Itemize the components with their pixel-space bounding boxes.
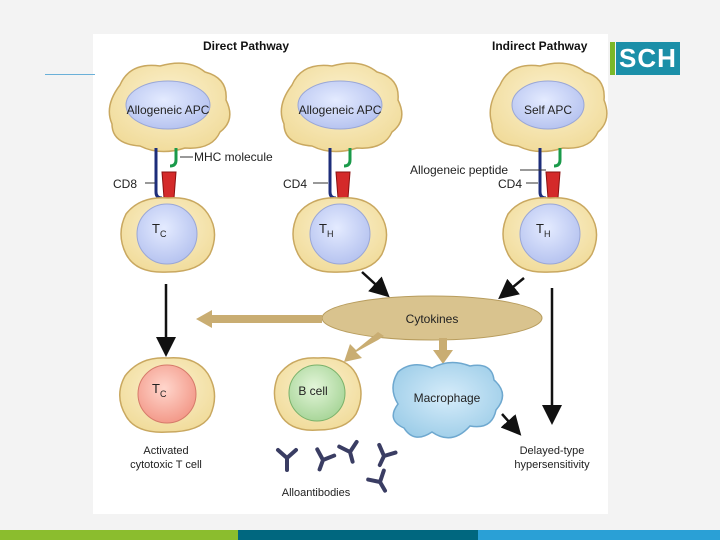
activated-tc-cell: TC xyxy=(119,357,216,433)
arrow-macrophage-to-dth xyxy=(500,413,522,436)
activated-tc-caption-2: cytotoxic T cell xyxy=(130,459,202,471)
antibody-icon-4 xyxy=(377,442,398,468)
cd4-direct-label: CD4 xyxy=(283,177,307,191)
apc-direct-2-label: Allogeneic APC xyxy=(299,103,382,117)
header-accent-line xyxy=(45,74,95,75)
footer-bar-blue xyxy=(478,530,720,540)
cytokine-arrow-to-macrophage xyxy=(433,338,453,364)
cd8-label: CD8 xyxy=(113,177,137,191)
antibody-icon-2 xyxy=(315,447,337,472)
cd4-indirect-label: CD4 xyxy=(498,177,522,191)
receptor-complex-direct-1 xyxy=(145,148,178,200)
receptor-complex-direct-2 xyxy=(313,148,352,200)
apc-self: Self APC xyxy=(489,62,608,153)
dth-caption-2: hypersensitivity xyxy=(514,459,590,471)
tc-label: TC xyxy=(152,221,167,239)
footer-bar-teal xyxy=(238,530,478,540)
alloantibody-icons xyxy=(276,439,398,493)
cytokine-arrow-to-bcell xyxy=(344,332,384,362)
th-direct-label: TH xyxy=(319,221,333,239)
cytokines-node: Cytokines xyxy=(321,295,543,341)
indirect-pathway-heading: Indirect Pathway xyxy=(492,39,588,53)
apc-direct-1: Allogeneic APC xyxy=(108,62,231,153)
tc-cell: TC xyxy=(120,197,216,273)
dth-caption-1: Delayed-type xyxy=(520,445,585,457)
th-indirect-label: TH xyxy=(536,221,550,239)
macrophage-cell: Macrophage xyxy=(392,361,504,439)
sch-logo: SCH xyxy=(610,42,680,75)
activated-tc-label: TC xyxy=(152,381,167,399)
antibody-icon-5 xyxy=(366,468,387,493)
antibody-icon-1 xyxy=(276,448,298,472)
apc-self-label: Self APC xyxy=(524,103,572,117)
direct-pathway-heading: Direct Pathway xyxy=(203,39,289,53)
b-cell-label: B cell xyxy=(298,384,327,398)
logo-text: SCH xyxy=(616,42,680,75)
arrow-th-to-cytokines xyxy=(361,271,390,298)
macrophage-label: Macrophage xyxy=(414,391,481,405)
th-cell-direct: TH xyxy=(292,197,388,273)
mhc-molecule-label: MHC molecule xyxy=(194,150,273,164)
cytokine-arrow-to-tc xyxy=(196,310,322,328)
b-cell: B cell xyxy=(273,357,362,431)
logo-stripe xyxy=(610,42,615,75)
th-cell-indirect: TH xyxy=(502,197,598,273)
receptor-complex-indirect xyxy=(520,148,562,200)
allogeneic-peptide-label: Allogeneic peptide xyxy=(410,163,508,177)
apc-direct-1-label: Allogeneic APC xyxy=(127,103,210,117)
antibody-icon-3 xyxy=(337,439,359,464)
alloantibodies-caption: Alloantibodies xyxy=(282,487,351,499)
activated-tc-caption-1: Activated xyxy=(143,445,188,457)
apc-direct-2: Allogeneic APC xyxy=(280,62,403,153)
cytokines-label: Cytokines xyxy=(406,312,459,326)
footer-bar-green xyxy=(0,530,238,540)
arrow-th-indirect-to-cytokines xyxy=(498,277,525,300)
